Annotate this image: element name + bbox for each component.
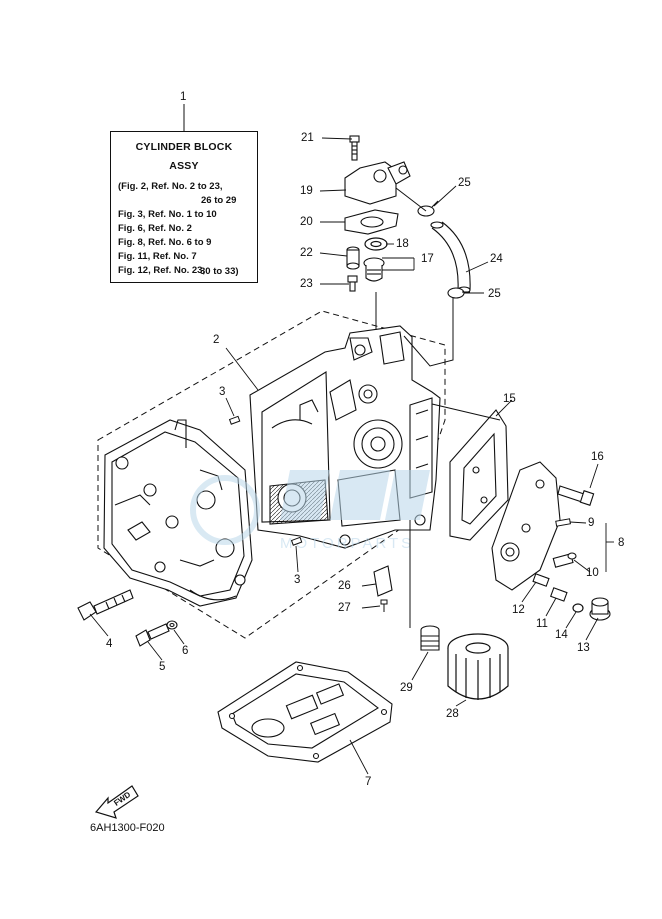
clamp-25-upper (417, 200, 439, 217)
callout-23: 23 (300, 278, 313, 290)
callout-22: 22 (300, 247, 313, 259)
bolt-4 (77, 589, 134, 621)
bolt-16 (557, 485, 595, 506)
callout-3-upper: 3 (219, 386, 226, 398)
hose-24 (430, 221, 471, 294)
fitting-29 (420, 625, 440, 651)
bracket-26 (373, 565, 393, 597)
info-line-8: 30 to 33) (200, 266, 239, 277)
bolt-21 (349, 135, 360, 161)
collar-22 (346, 246, 360, 270)
callout-25-lower: 25 (488, 288, 501, 300)
callout-9: 9 (588, 517, 595, 529)
oil-filter-28 (447, 633, 509, 700)
callout-7: 7 (365, 776, 372, 788)
assembly-info-box: CYLINDER BLOCK ASSY (Fig. 2, Ref. No. 2 … (110, 131, 258, 283)
dowel-3-upper (228, 415, 241, 425)
callout-5: 5 (159, 661, 166, 673)
figure-code: 6AH1300-F020 (90, 822, 165, 834)
fitting-10 (552, 552, 577, 568)
callout-24: 24 (490, 253, 503, 265)
watermark-logo: MOTORPARTS (190, 470, 430, 552)
washer-6 (166, 620, 178, 630)
screw-27 (380, 599, 388, 612)
info-line-5: Fig. 8, Ref. No. 6 to 9 (118, 237, 212, 248)
ring-14 (572, 603, 584, 613)
info-title-line1: CYLINDER BLOCK (135, 141, 233, 153)
info-line-1: (Fig. 2, Ref. No. 2 to 23, (118, 181, 223, 192)
bolt-5 (135, 623, 170, 647)
callout-21: 21 (301, 132, 314, 144)
gasket-20 (344, 209, 399, 235)
info-title-line2: ASSY (169, 160, 199, 172)
callout-16: 16 (591, 451, 604, 463)
callout-15: 15 (503, 393, 516, 405)
gasket-7 (217, 661, 393, 763)
callout-1: 1 (180, 91, 187, 103)
info-line-3: Fig. 3, Ref. No. 1 to 10 (118, 209, 217, 220)
plug-12 (532, 573, 550, 587)
callout-3-lower: 3 (294, 574, 301, 586)
callout-8: 8 (618, 537, 625, 549)
callout-26: 26 (338, 580, 351, 592)
plug-13 (589, 597, 611, 621)
pin-9 (555, 518, 571, 527)
leader-lines (89, 137, 614, 775)
thermostat-17 (363, 257, 385, 282)
clamp-25-lower (447, 287, 470, 299)
callout-11: 11 (536, 618, 548, 630)
callout-29: 29 (400, 682, 413, 694)
callout-12: 12 (512, 604, 525, 616)
callout-28: 28 (446, 708, 459, 720)
info-line-4: Fig. 6, Ref. No. 2 (118, 223, 192, 234)
crankcase (103, 419, 253, 607)
callout-6: 6 (182, 645, 189, 657)
info-line-2: 26 to 29 (201, 195, 237, 206)
svg-text:MOTORPARTS: MOTORPARTS (280, 535, 414, 552)
callout-18: 18 (396, 238, 409, 250)
callout-20: 20 (300, 216, 313, 228)
callout-13: 13 (577, 642, 590, 654)
callout-14: 14 (555, 629, 568, 641)
ring-18 (364, 237, 388, 251)
info-line-6: Fig. 11, Ref. No. 7 (118, 251, 197, 262)
hose-route-lines (375, 187, 454, 367)
plug-11 (550, 587, 568, 602)
fwd-arrow-icon: FWD (94, 785, 139, 819)
gasket-15 (449, 409, 509, 541)
callout-10: 10 (586, 567, 599, 579)
callout-4: 4 (106, 638, 113, 650)
exhaust-cover (491, 461, 561, 591)
leader-gasket-15 (431, 403, 501, 421)
callout-25-upper: 25 (458, 177, 471, 189)
callout-19: 19 (300, 185, 313, 197)
dowel-3-lower (290, 536, 303, 546)
bolt-23 (347, 275, 358, 292)
thermostat-cover (344, 161, 411, 205)
info-line-7: Fig. 12, Ref. No. 23, (118, 265, 206, 276)
callout-27: 27 (338, 602, 351, 614)
callout-17: 17 (421, 253, 434, 265)
callout-2: 2 (213, 334, 220, 346)
